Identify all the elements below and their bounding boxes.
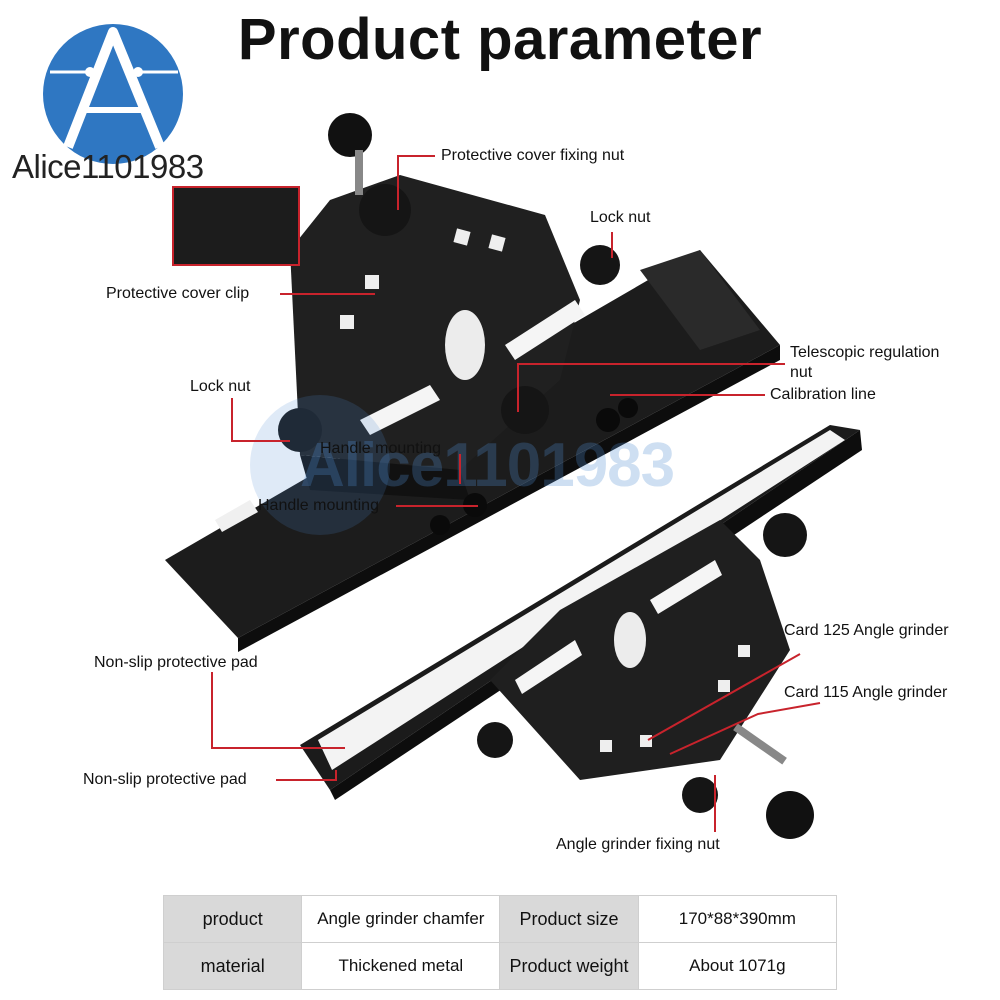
spec-value: Thickened metal (301, 942, 501, 990)
callout-lock-nut-top: Lock nut (590, 209, 651, 226)
callout-handle-mounting-1: Handle mounting (320, 440, 441, 457)
alice-logo-icon (43, 24, 183, 164)
table-row: material Thickened metal Product weight … (162, 942, 838, 990)
callout-non-slip-pad-2: Non-slip protective pad (83, 771, 247, 788)
spec-value: About 1071g (637, 942, 838, 990)
spec-value: Angle grinder chamfer (301, 895, 501, 943)
spec-key: Product weight (499, 942, 639, 990)
callout-calibration-line: Calibration line (770, 386, 876, 403)
callout-card-125: Card 125 Angle grinder (784, 622, 949, 639)
callout-handle-mounting-2: Handle mounting (258, 497, 379, 514)
spec-value: 170*88*390mm (637, 895, 838, 943)
brand-name: Alice1101983 (12, 148, 204, 185)
watermark-text: Alice1101983 (300, 431, 675, 500)
page-title: Product parameter (237, 7, 763, 72)
product-illustration (165, 113, 862, 839)
callout-telescopic-regulation-nut: Telescopic regulation (790, 344, 940, 361)
spec-table: product Angle grinder chamfer Product si… (162, 895, 838, 990)
callout-card-115: Card 115 Angle grinder (784, 684, 948, 701)
callout-protective-cover-fixing-nut: Protective cover fixing nut (441, 147, 625, 164)
protective-cover-clip-detail (172, 186, 300, 266)
spec-key: Product size (499, 895, 639, 943)
callout-telescopic-regulation-nut-line2: nut (790, 364, 813, 381)
table-row: product Angle grinder chamfer Product si… (162, 895, 838, 943)
callout-protective-cover-clip: Protective cover clip (106, 285, 250, 302)
callout-non-slip-pad-1: Non-slip protective pad (94, 654, 258, 671)
callout-lock-nut-left: Lock nut (190, 378, 251, 395)
spec-key: material (162, 942, 303, 990)
spec-key: product (162, 895, 303, 943)
callout-angle-grinder-fixing-nut: Angle grinder fixing nut (556, 836, 720, 853)
